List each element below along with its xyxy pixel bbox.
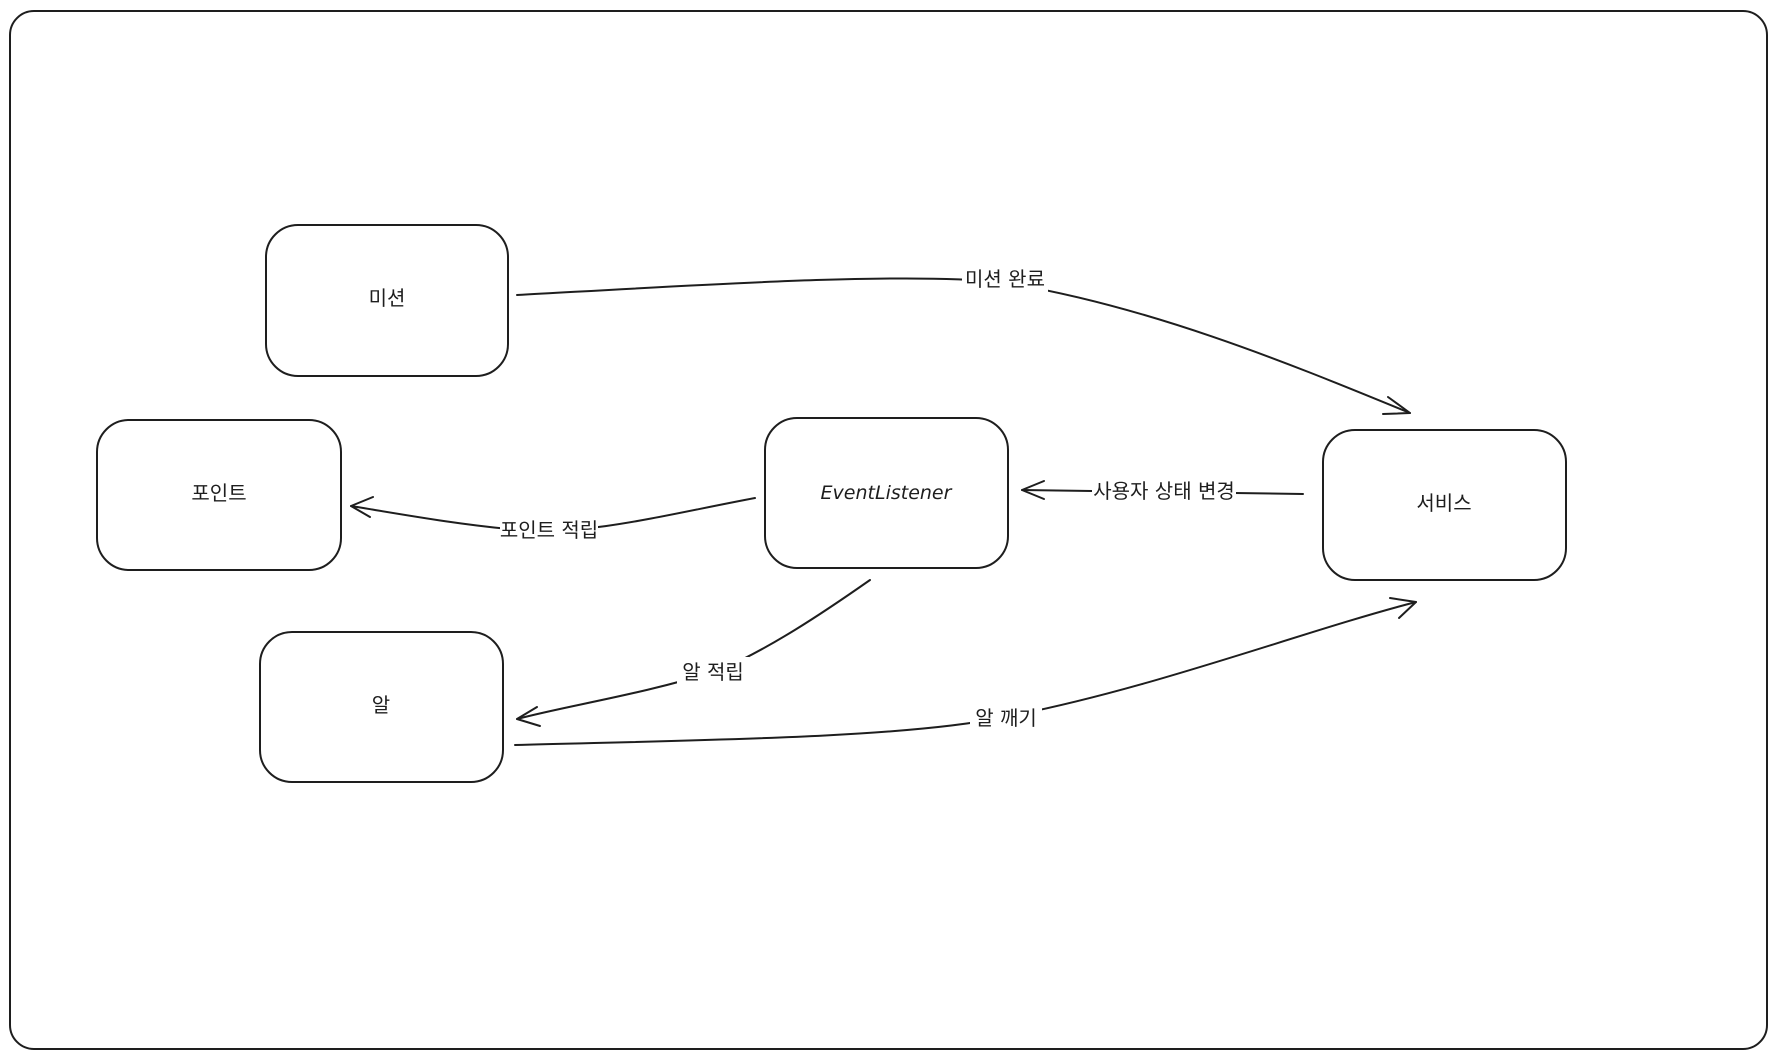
node-mission-label: 미션 — [369, 286, 406, 310]
edge-point-earn[interactable]: 포인트 적립 — [350, 496, 756, 545]
edge-point-earn-arrowhead — [350, 496, 374, 518]
node-service-label: 서비스 — [1416, 491, 1471, 515]
node-event-listener-box — [764, 417, 1009, 569]
edge-user-state-change-label: 사용자 상태 변경 — [1093, 479, 1235, 503]
edge-egg-hatch-label: 알 깨기 — [975, 706, 1037, 730]
node-mission[interactable]: 미션 — [265, 224, 509, 377]
node-egg-box — [259, 631, 504, 783]
edge-egg-earn-label: 알 적립 — [682, 660, 744, 684]
edge-user-state-change[interactable]: 사용자 상태 변경 — [1021, 476, 1304, 506]
node-mission-box — [265, 224, 509, 377]
edge-point-earn-label-bg — [500, 515, 598, 545]
edge-egg-hatch-label-bg — [970, 703, 1042, 733]
edge-mission-complete-arrowhead — [1382, 396, 1411, 415]
edge-egg-hatch[interactable]: 알 깨기 — [514, 597, 1417, 746]
node-service[interactable]: 서비스 — [1322, 429, 1567, 581]
edge-mission-complete[interactable]: 미션 완료 — [516, 264, 1411, 415]
edge-user-state-change-label-bg — [1092, 476, 1236, 506]
node-point-box — [96, 419, 342, 571]
edge-point-earn-label: 포인트 적립 — [500, 518, 598, 542]
edge-egg-hatch-arrowhead — [1389, 597, 1417, 619]
node-egg[interactable]: 알 — [259, 631, 504, 783]
node-egg-label: 알 — [372, 693, 390, 717]
edge-egg-earn-arrowhead — [516, 706, 541, 727]
edge-egg-earn[interactable]: 알 적립 — [516, 579, 871, 727]
edge-mission-complete-label-bg — [962, 264, 1048, 294]
edge-egg-earn-label-bg — [677, 657, 749, 687]
edge-mission-complete-label: 미션 완료 — [965, 267, 1045, 291]
node-event-listener[interactable]: EventListener — [764, 417, 1009, 569]
node-point-label: 포인트 — [191, 481, 246, 505]
node-service-box — [1322, 429, 1567, 581]
node-point[interactable]: 포인트 — [96, 419, 342, 571]
edge-user-state-change-arrowhead — [1021, 480, 1045, 500]
node-event-listener-label: EventListener — [821, 482, 953, 504]
